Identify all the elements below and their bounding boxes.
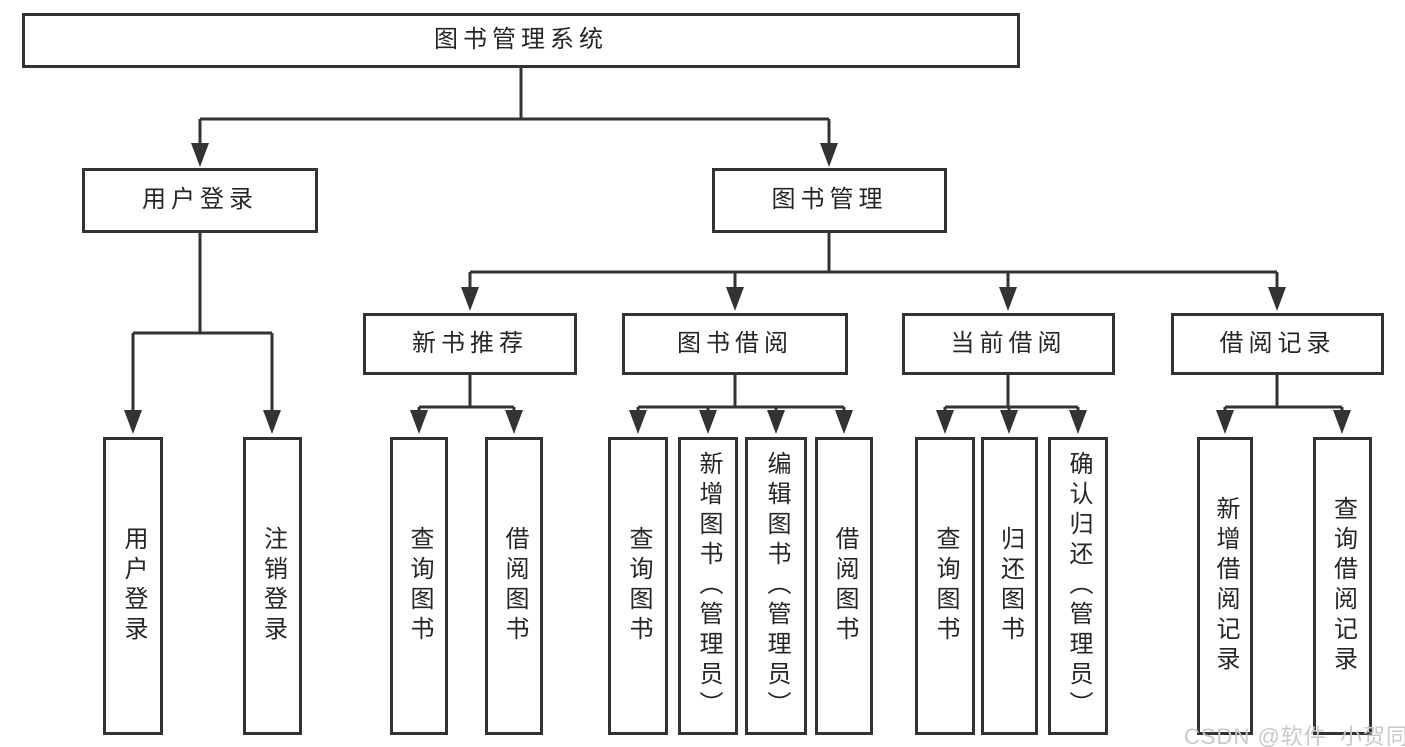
- node-new-book-recommendation: 新书推荐: [363, 313, 577, 375]
- node-leaf-borrow-books-1: 借阅图书: [485, 437, 543, 735]
- node-leaf-borrow-books-1-label: 借阅图书: [501, 526, 528, 646]
- node-leaf-query-books-2-label: 查询图书: [625, 526, 652, 646]
- arrowhead-icons: [124, 143, 1351, 434]
- node-leaf-query-books-2: 查询图书: [608, 437, 668, 735]
- tree-edges: [131, 68, 1344, 414]
- node-leaf-query-books-3-label: 查询图书: [932, 526, 959, 646]
- node-borrowing-records: 借阅记录: [1171, 313, 1384, 375]
- node-leaf-logout: 注销登录: [243, 437, 302, 735]
- node-current-borrowing: 当前借阅: [902, 313, 1115, 375]
- node-new-book-recommendation-label: 新书推荐: [412, 329, 528, 357]
- node-book-borrowing-label: 图书借阅: [677, 329, 793, 357]
- node-leaf-add-books-admin-label: 新增图书（管理员）: [695, 451, 722, 721]
- node-leaf-query-borrow-record: 查询借阅记录: [1313, 437, 1372, 735]
- node-current-borrowing-label: 当前借阅: [950, 329, 1067, 357]
- node-leaf-add-borrow-record-label: 新增借阅记录: [1212, 496, 1239, 676]
- node-leaf-query-books-1-label: 查询图书: [406, 526, 433, 646]
- node-leaf-user-login-label: 用户登录: [120, 526, 147, 646]
- node-leaf-query-borrow-record-label: 查询借阅记录: [1329, 496, 1357, 676]
- node-leaf-borrow-books-2-label: 借阅图书: [831, 526, 858, 646]
- node-book-borrowing: 图书借阅: [622, 313, 848, 375]
- node-borrowing-records-label: 借阅记录: [1219, 329, 1336, 357]
- node-leaf-borrow-books-2: 借阅图书: [815, 437, 873, 735]
- node-leaf-edit-books-admin-label: 编辑图书（管理员）: [763, 451, 790, 721]
- node-user-login: 用户登录: [82, 168, 318, 233]
- node-leaf-return-books: 归还图书: [981, 437, 1038, 735]
- node-user-login-label: 用户登录: [142, 186, 258, 214]
- node-leaf-confirm-return-admin-label: 确认归还（管理员）: [1065, 451, 1092, 721]
- node-root-system-label: 图书管理系统: [434, 26, 608, 54]
- node-leaf-add-books-admin: 新增图书（管理员）: [678, 437, 738, 735]
- node-leaf-add-borrow-record: 新增借阅记录: [1197, 437, 1253, 735]
- node-leaf-user-login: 用户登录: [103, 437, 163, 735]
- node-leaf-confirm-return-admin: 确认归还（管理员）: [1048, 437, 1108, 735]
- node-leaf-query-books-1: 查询图书: [390, 437, 448, 735]
- node-leaf-return-books-label: 归还图书: [996, 526, 1024, 646]
- csdn-watermark: CSDN @软件_小贺同学: [1184, 724, 1405, 747]
- node-leaf-query-books-3: 查询图书: [915, 437, 975, 735]
- node-leaf-logout-label: 注销登录: [259, 526, 287, 646]
- node-leaf-edit-books-admin: 编辑图书（管理员）: [745, 437, 807, 735]
- node-book-management-label: 图书管理: [771, 186, 888, 214]
- node-root-system: 图书管理系统: [22, 13, 1020, 68]
- node-book-management: 图书管理: [712, 168, 947, 233]
